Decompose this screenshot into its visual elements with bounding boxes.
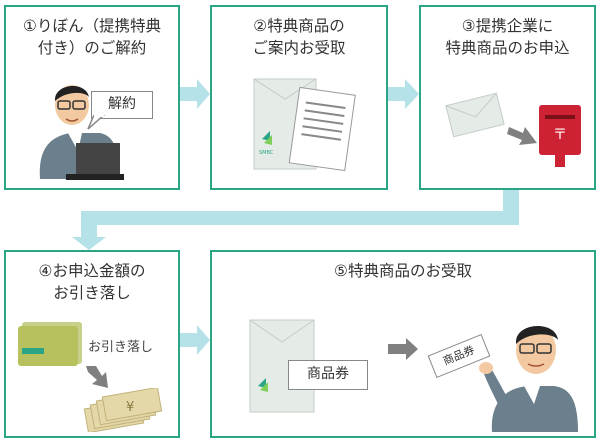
step5-box: ⑤特典商品のお受取 商品券 商品券 <box>210 250 596 438</box>
step4-title: ④お申込金額の お引き落し <box>38 262 146 302</box>
bubble-tail <box>87 115 106 130</box>
gray-arrow-icon <box>86 366 108 388</box>
envelope-logo-text: SMBC <box>259 150 274 156</box>
arrow-step4-to-step5 <box>180 325 210 355</box>
arrow-step1-to-step2 <box>180 79 210 109</box>
withdrawal-label: お引き落し <box>88 340 154 355</box>
gray-arrow-icon <box>507 127 537 145</box>
step1-box: ①りぼん（提携特典 付き）のご解約 解約 <box>4 5 180 190</box>
step1-title: ①りぼん（提携特典 付き）のご解約 <box>23 17 161 57</box>
smbc-logo-icon <box>262 131 270 141</box>
bankbook-icon <box>18 322 82 366</box>
gray-arrow-icon <box>388 338 418 360</box>
step3-box: ③提携企業に 特典商品のお申込 〒 <box>419 5 596 190</box>
svg-text:〒: 〒 <box>553 127 567 143</box>
voucher-card: 商品券 <box>288 360 368 390</box>
step5-title: ⑤特典商品のお受取 <box>334 262 472 280</box>
smbc-logo-icon <box>258 378 266 388</box>
person-laptop-illustration <box>39 85 124 180</box>
step2-box: ②特典商品の ご案内お受取 SMBC <box>210 5 388 190</box>
banknotes-icon <box>83 388 163 432</box>
person-receiving-illustration <box>479 325 578 432</box>
envelope-icon <box>445 92 505 138</box>
envelope-document-illustration <box>253 78 356 172</box>
step4-box: ④お申込金額の お引き落し お引き落し ¥ <box>4 250 180 438</box>
mailbox-icon: 〒 <box>539 105 581 167</box>
yen-symbol: ¥ <box>126 400 135 415</box>
step3-title: ③提携企業に 特典商品のお申込 <box>445 17 570 57</box>
arrow-step2-to-step3 <box>388 79 419 109</box>
arrow-step3-to-step4 <box>72 190 519 250</box>
step2-title: ②特典商品の ご案内お受取 <box>252 17 346 57</box>
